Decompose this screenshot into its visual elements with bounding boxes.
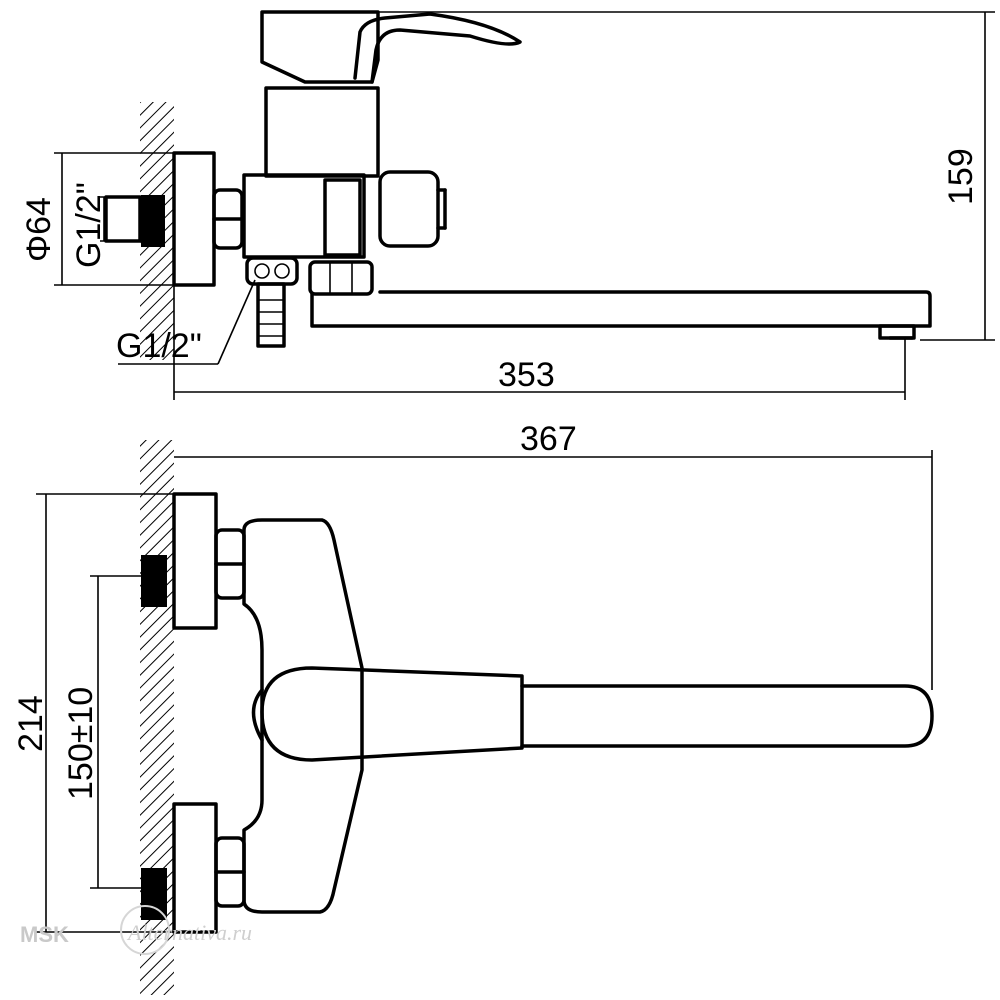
spout [310, 290, 932, 328]
watermark: MSK Alternativa.ru [20, 905, 252, 955]
dim-367-label: 367 [520, 420, 577, 458]
wall-insert-upper [141, 555, 167, 607]
dim-214-label: 214 [12, 695, 50, 752]
wall-insert-top [141, 195, 165, 247]
mixer-cap [260, 10, 380, 84]
dim-353-label: 353 [498, 356, 555, 394]
watermark-site: Alternativa.ru [126, 920, 252, 945]
flange-lower [172, 802, 218, 934]
long-handle [520, 684, 934, 748]
diverter-knob [378, 170, 440, 248]
wall-insert-lower [141, 868, 167, 920]
side-view: 159 353 Φ64 G1/2" G1/2" [20, 10, 995, 400]
dim-159-label: 159 [942, 148, 980, 205]
watermark-brand: MSK [20, 922, 69, 947]
dim-diameter-label: Φ64 [20, 197, 58, 262]
dim-inlet-thread-label: G1/2" [70, 182, 108, 268]
flange-upper [172, 492, 218, 630]
cartridge-column [264, 86, 380, 178]
hose-outlet [256, 282, 286, 348]
wall-flange-top [172, 151, 216, 287]
top-view: 367 214 150±10 [12, 420, 934, 995]
dim-outlet-thread-label: G1/2" [116, 327, 202, 365]
dim-150-label: 150±10 [62, 687, 100, 800]
lever-handle [353, 12, 522, 84]
lever-head [260, 666, 524, 762]
aerator [878, 324, 916, 340]
inlet-pipe [104, 195, 142, 243]
mixer-body-block [242, 173, 366, 259]
spout-swivel-nut [308, 260, 374, 296]
